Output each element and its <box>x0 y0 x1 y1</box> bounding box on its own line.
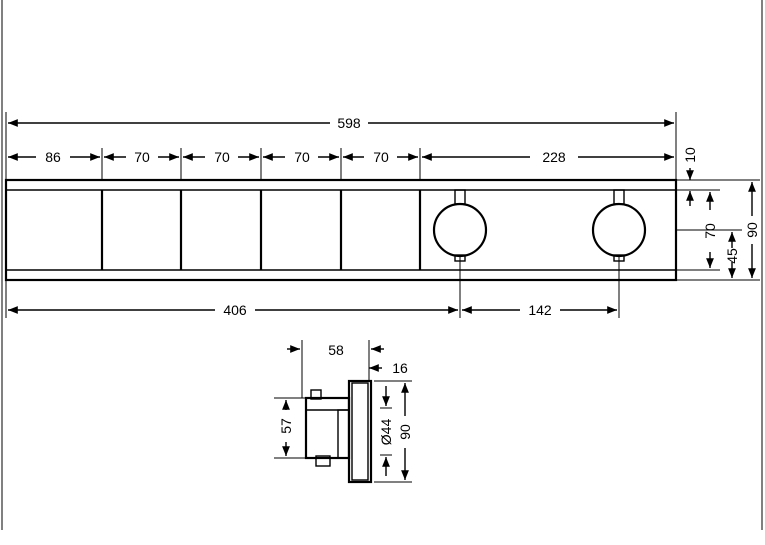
knob-left <box>432 189 488 262</box>
dim-text-45: 45 <box>724 248 740 264</box>
dim-text-86: 86 <box>45 149 61 165</box>
dim-text-90-side: 90 <box>397 424 413 440</box>
dim-text-d44: Ø44 <box>378 419 394 446</box>
dim-overall-width: 598 <box>7 115 674 131</box>
dim-inner-height: 70 <box>702 192 718 268</box>
dim-text-90: 90 <box>744 222 760 238</box>
dim-top-gap: 10 <box>682 147 698 206</box>
dim-side-height: 90 <box>397 383 413 480</box>
dim-side-diameter: Ø44 <box>378 386 394 476</box>
dim-text-142: 142 <box>528 302 552 318</box>
knob-right <box>591 189 647 262</box>
dim-text-406: 406 <box>223 302 247 318</box>
dim-text-57: 57 <box>278 418 294 434</box>
dim-text-70c: 70 <box>294 149 310 165</box>
dim-knob-center: 45 <box>724 232 740 278</box>
dim-text-58: 58 <box>328 342 344 358</box>
side-extension-lines <box>274 340 412 483</box>
dim-text-10: 10 <box>682 147 698 163</box>
dim-segment-2: 70 <box>104 149 179 165</box>
side-view <box>304 379 373 484</box>
dim-side-knob-height: 57 <box>278 400 294 456</box>
dim-text-70b: 70 <box>214 149 230 165</box>
dim-segment-1: 86 <box>7 149 100 165</box>
dim-segment-4: 70 <box>263 149 339 165</box>
dim-segment-6: 228 <box>422 149 674 165</box>
front-view-panel <box>4 178 678 282</box>
dim-segment-5: 70 <box>343 149 418 165</box>
dim-segment-3: 70 <box>183 149 259 165</box>
dim-side-depth: 58 <box>287 342 384 358</box>
dim-left-to-knob: 406 <box>7 302 458 318</box>
dim-text-16: 16 <box>392 360 408 376</box>
dim-side-plate: 16 <box>369 360 408 376</box>
dim-overall-height: 90 <box>744 182 760 278</box>
dim-text-70a: 70 <box>134 149 150 165</box>
dim-text-228: 228 <box>542 149 566 165</box>
front-extension-lines <box>5 112 760 318</box>
dim-text-598: 598 <box>337 115 361 131</box>
dim-knob-spacing: 142 <box>462 302 617 318</box>
dim-text-70d: 70 <box>373 149 389 165</box>
dim-text-70-height: 70 <box>702 223 718 239</box>
